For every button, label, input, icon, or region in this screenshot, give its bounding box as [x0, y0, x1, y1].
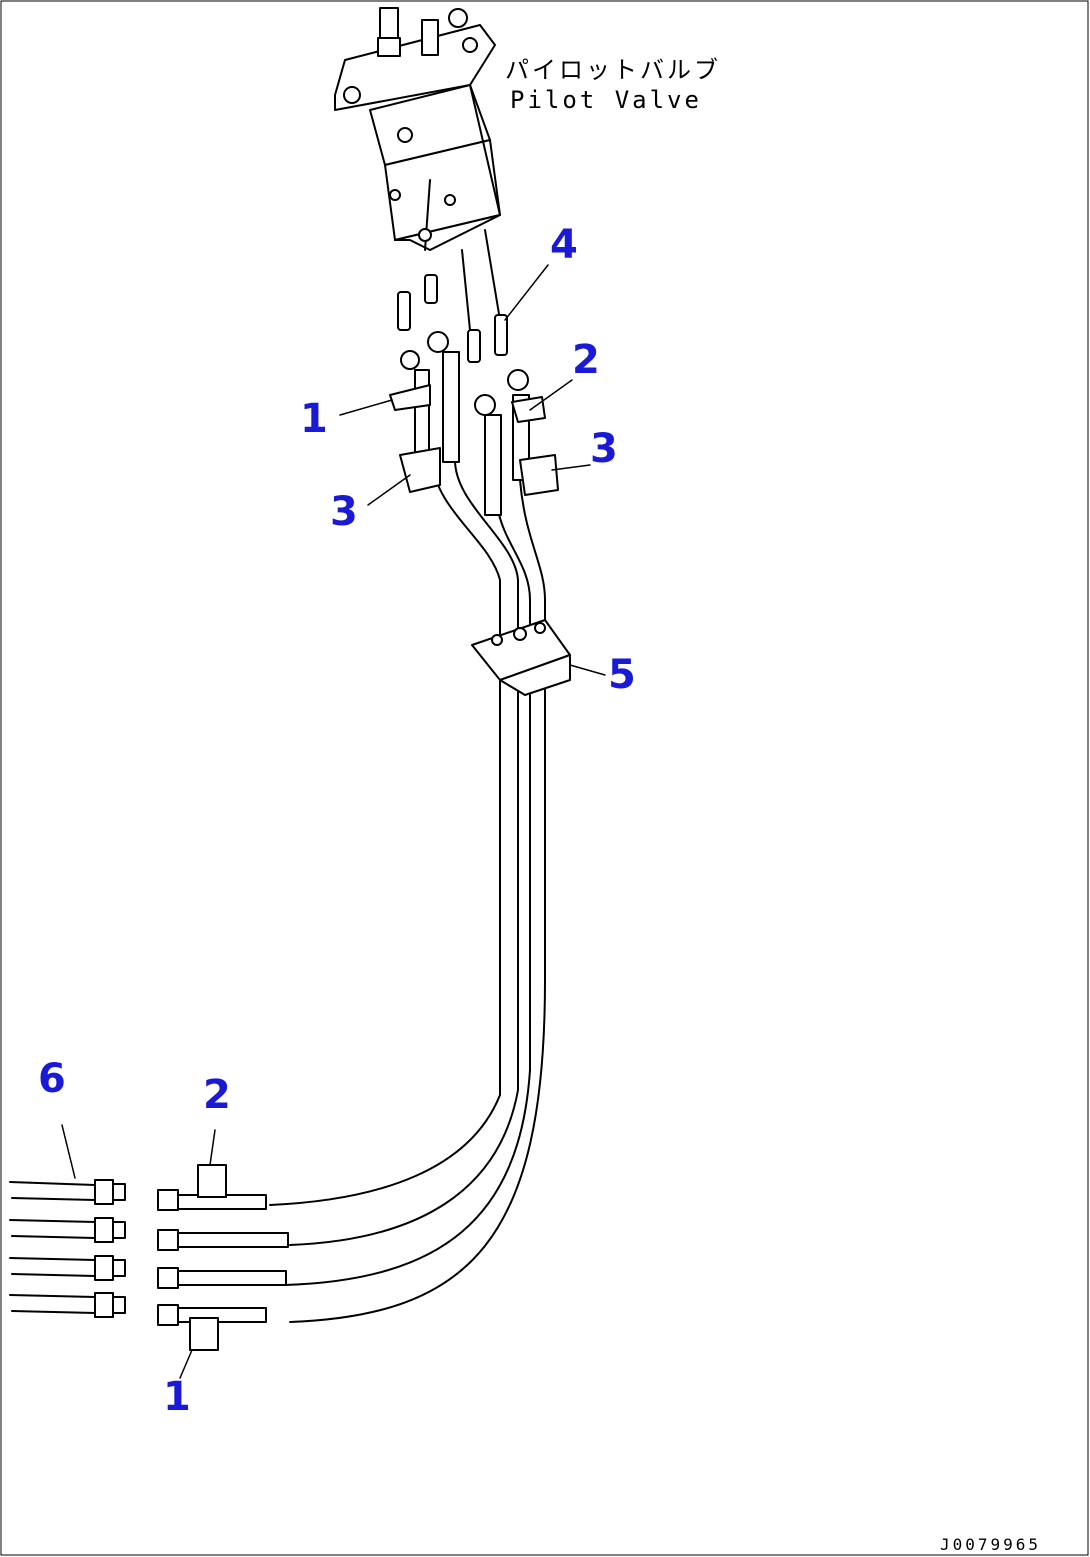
- callouts: 1 2 3 3 4 5 6 2 1: [38, 222, 636, 1420]
- hose-bundle: [431, 229, 546, 1096]
- drawing-code: J0079965: [940, 1535, 1041, 1554]
- hose-fittings-upper: [389, 331, 559, 516]
- callout-6: 6: [38, 1056, 66, 1102]
- callout-1-lower: 1: [163, 1374, 191, 1420]
- callout-1-upper: 1: [300, 396, 328, 442]
- callout-2-lower: 2: [203, 1072, 231, 1118]
- leader-lines: [61, 264, 606, 1379]
- callout-2-upper: 2: [572, 337, 600, 383]
- callout-3-right: 3: [590, 426, 618, 472]
- adapter-group-6: [9, 1179, 126, 1318]
- pilot-valve: [334, 7, 501, 251]
- callout-5: 5: [608, 652, 636, 698]
- callout-4: 4: [550, 222, 578, 268]
- fitting-group-4: [397, 274, 508, 363]
- pilot-valve-label-en: Pilot Valve: [510, 86, 702, 114]
- hose-curves-lower: [269, 979, 546, 1323]
- callout-3-left: 3: [330, 489, 358, 535]
- clamp-block: [471, 619, 571, 696]
- hose-fittings-lower: [157, 1164, 289, 1351]
- pilot-valve-label-jp: パイロットバルブ: [505, 56, 721, 84]
